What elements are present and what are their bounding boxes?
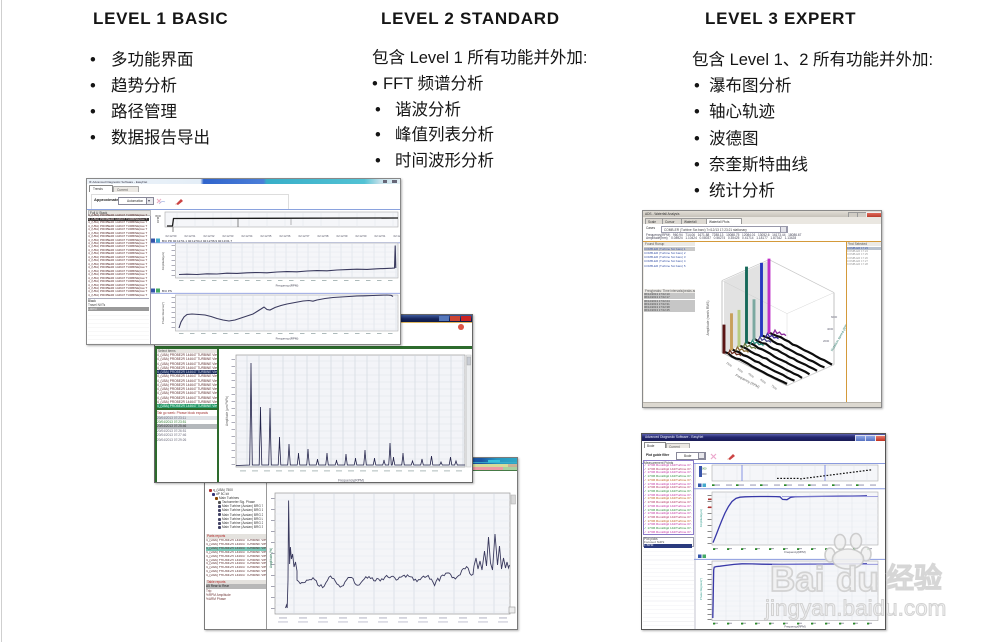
- svg-text:2000: 2000: [823, 339, 830, 343]
- svg-text:02:12:51: 02:12:51: [185, 234, 196, 238]
- svg-text:3000: 3000: [736, 367, 744, 374]
- svg-text:Amplitude (mm/s RMS): Amplitude (mm/s RMS): [706, 301, 710, 336]
- svg-text:Amplitude(µm): Amplitude(µm): [699, 509, 703, 527]
- svg-text:02:12:52: 02:12:52: [394, 234, 401, 238]
- svg-text:RPM: RPM: [156, 216, 160, 223]
- svg-text:Frequency(RPM): Frequency(RPM): [276, 284, 299, 288]
- svg-text:1500: 1500: [725, 361, 733, 368]
- svg-text:du: du: [836, 560, 879, 599]
- svg-text:Amplitude (µm PkPk): Amplitude (µm PkPk): [225, 396, 229, 426]
- svg-text:B/U PD 02:12:51.1 02:12:54.: B/U PD 02:12:51.1 02:12:54.2 02:12:56.9 …: [162, 239, 232, 243]
- svg-text:02:12:51: 02:12:51: [375, 234, 386, 238]
- svg-text:02:12:56: 02:12:56: [280, 234, 291, 238]
- svg-text:Frequency(RPM): Frequency(RPM): [784, 550, 805, 554]
- svg-text:02:12:53: 02:12:53: [223, 234, 234, 238]
- svg-text:4000: 4000: [827, 327, 834, 331]
- svg-text:7500: 7500: [770, 384, 778, 391]
- svg-text:6000: 6000: [831, 315, 838, 319]
- svg-text:Phase Degrees(°): Phase Degrees(°): [699, 578, 703, 600]
- svg-text:02:12:55: 02:12:55: [261, 234, 272, 238]
- svg-text:jingyan.baidu.com: jingyan.baidu.com: [764, 596, 946, 621]
- svg-text:02:12:50: 02:12:50: [356, 234, 367, 238]
- svg-text:02:12:59: 02:12:59: [337, 234, 348, 238]
- svg-text:经验: 经验: [886, 562, 942, 594]
- svg-text:Bai: Bai: [770, 560, 824, 599]
- svg-text:02:12:54: 02:12:54: [242, 234, 253, 238]
- svg-text:02:12:50: 02:12:50: [166, 234, 177, 238]
- svg-text:Amplitude (%): Amplitude (%): [269, 548, 273, 568]
- svg-text:Phase Reverse(°): Phase Reverse(°): [161, 302, 165, 324]
- svg-text:02:12:57: 02:12:57: [299, 234, 310, 238]
- svg-text:6000: 6000: [759, 378, 767, 385]
- svg-text:B/U PS: B/U PS: [162, 289, 172, 293]
- svg-text:4500: 4500: [747, 372, 755, 379]
- svg-text:8000: 8000: [155, 214, 161, 218]
- svg-text:4000: 4000: [701, 472, 707, 476]
- svg-text:8000: 8000: [701, 467, 707, 471]
- svg-text:02:12:58: 02:12:58: [318, 234, 329, 238]
- svg-text:Frequency(RPM): Frequency(RPM): [276, 337, 299, 341]
- svg-text:Frequency(RPM): Frequency(RPM): [784, 625, 805, 629]
- svg-text:02:12:52: 02:12:52: [204, 234, 215, 238]
- svg-text:Amplitude(µm): Amplitude(µm): [161, 252, 165, 270]
- svg-text:Frequency(RPM): Frequency(RPM): [338, 479, 364, 483]
